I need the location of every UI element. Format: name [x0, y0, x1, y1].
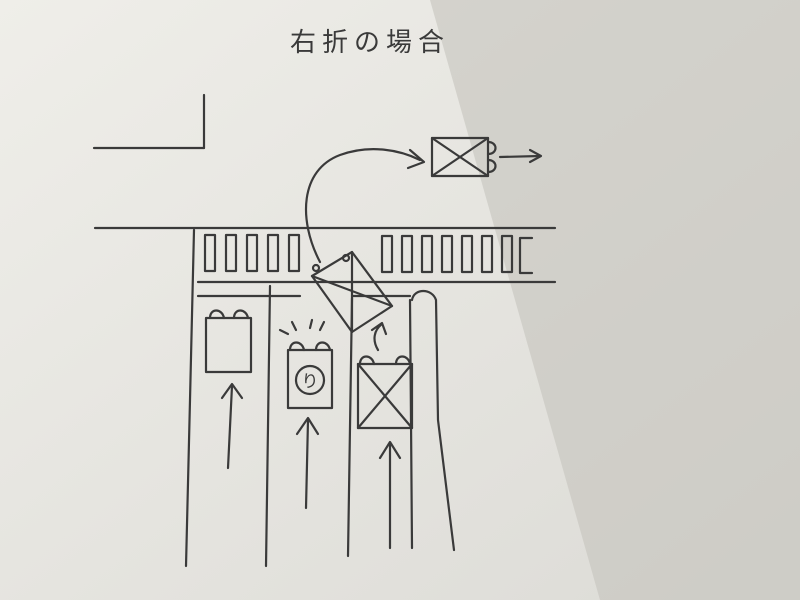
- lane-arrow-left: [220, 382, 244, 470]
- hazard-car: [278, 318, 334, 410]
- lane-arrow-middle: [295, 416, 320, 510]
- road-corner-top-left: [92, 93, 206, 150]
- turning-car: [310, 250, 394, 334]
- waiting-car: [356, 321, 414, 430]
- page-title: 右折の場合: [289, 28, 450, 58]
- lane-arrow-right: [378, 440, 402, 550]
- hazard-car-glyph: り: [302, 372, 319, 392]
- plain-car: [204, 309, 253, 374]
- paper-shadow: [430, 0, 800, 600]
- crosswalk-right: [380, 234, 534, 275]
- exited-car: [430, 136, 543, 178]
- crosswalk-left: [203, 233, 301, 273]
- turn-path-arrow: [304, 148, 426, 264]
